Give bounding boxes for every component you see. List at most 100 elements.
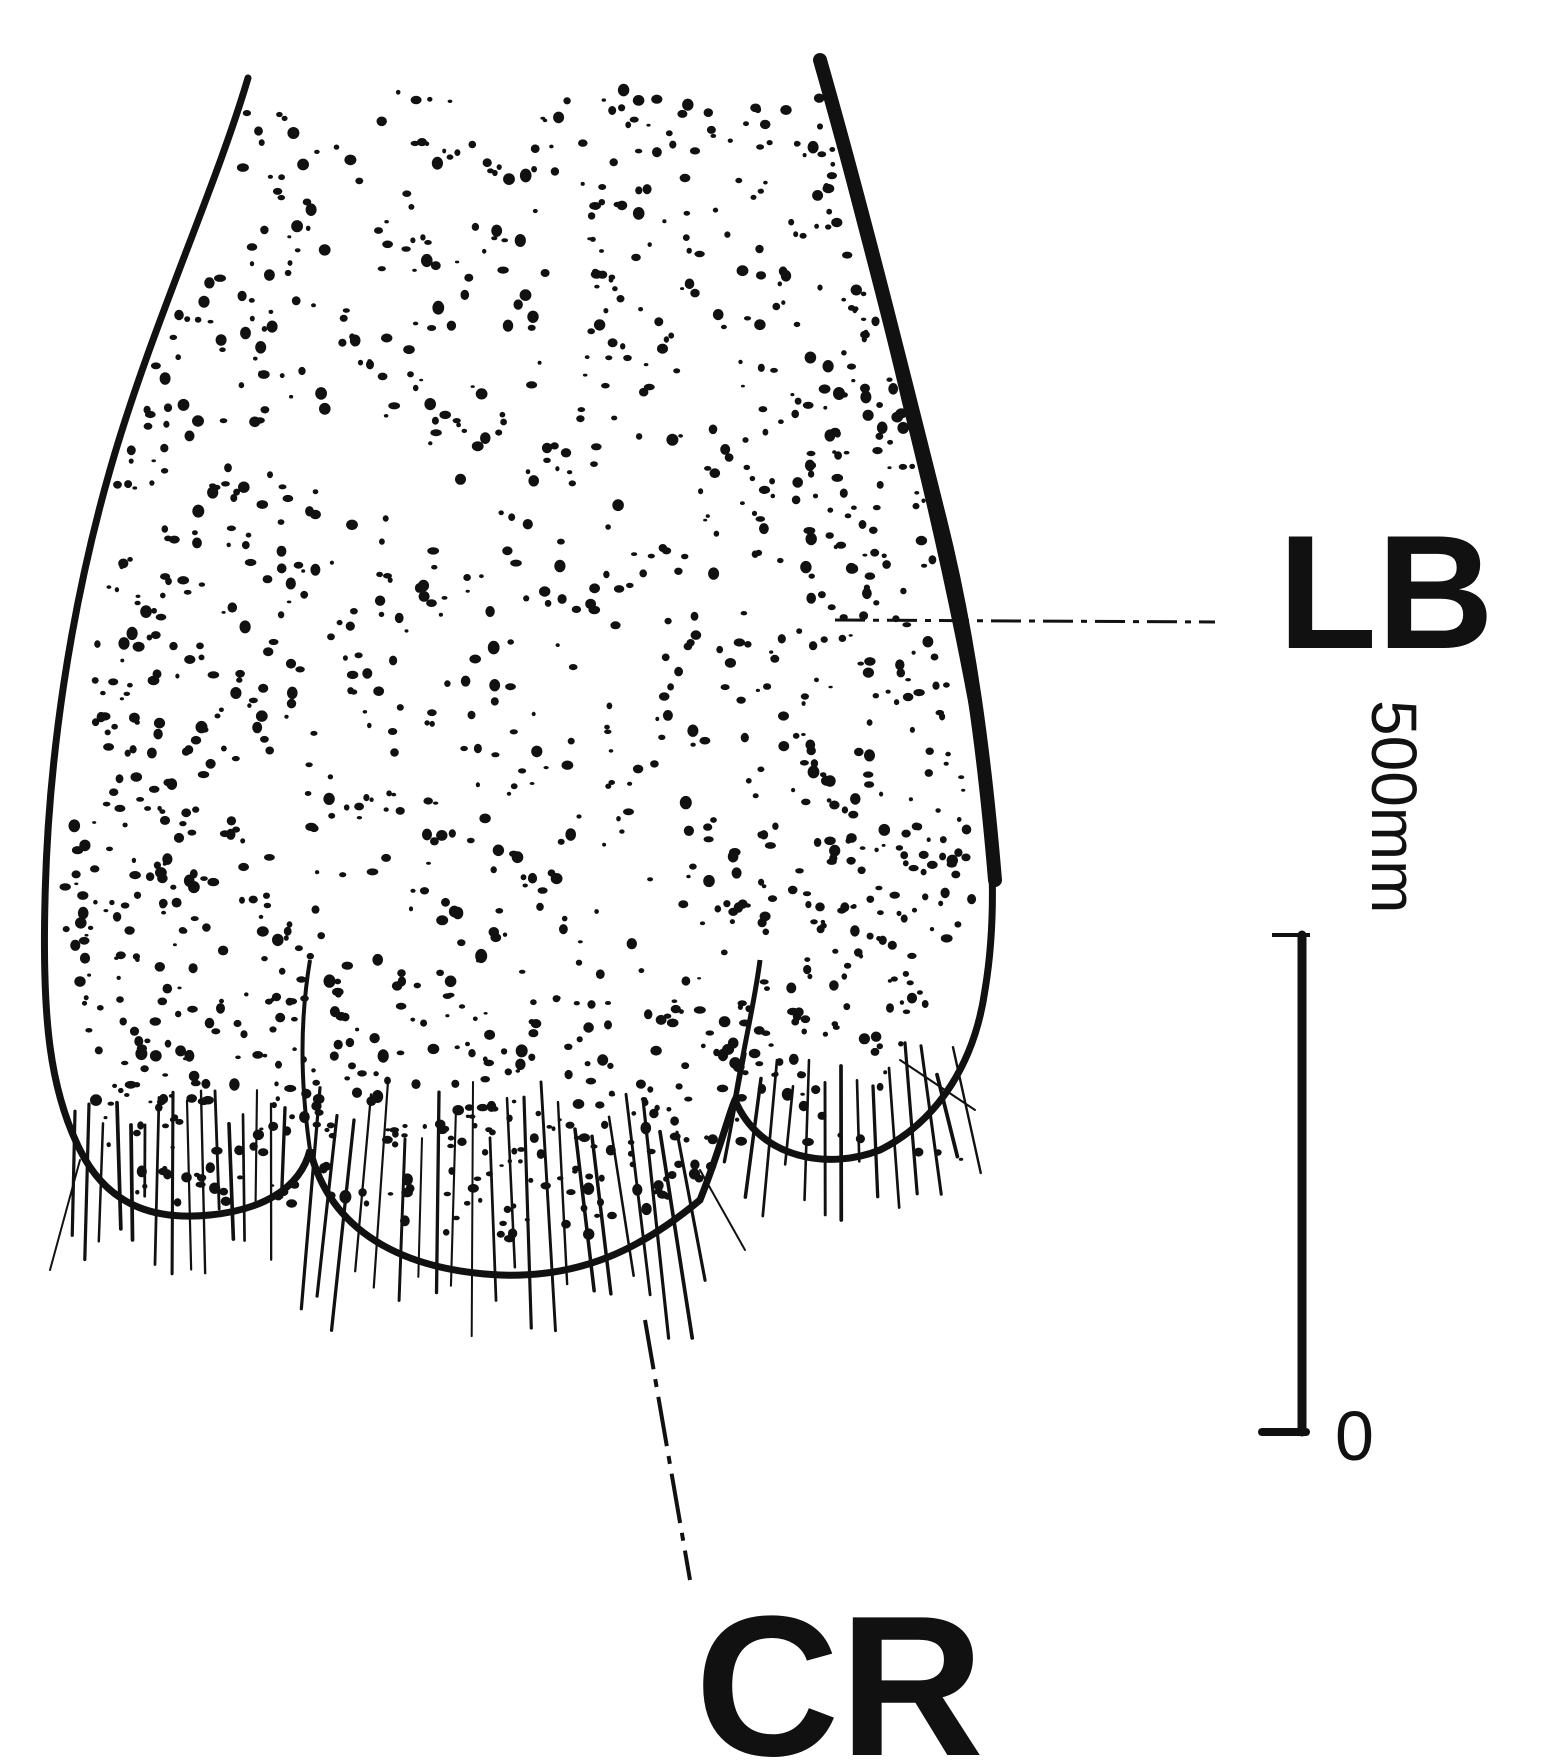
stipple-dot: [800, 233, 807, 239]
stipple-dot: [397, 969, 406, 977]
stipple-dot: [603, 571, 609, 578]
stipple-dot: [896, 408, 908, 418]
stipple-dot: [791, 1018, 799, 1025]
stipple-dot: [172, 898, 182, 908]
stipple-dot: [791, 410, 799, 418]
stipple-dot: [833, 1025, 840, 1030]
stipple-dot: [800, 1093, 805, 1096]
stipple-dot: [814, 224, 819, 229]
stipple-dot: [879, 824, 891, 836]
stipple-dot: [900, 851, 908, 859]
stipple-dot: [63, 926, 70, 932]
stipple-dot: [544, 766, 549, 769]
stipple-dot: [174, 833, 184, 843]
stipple-dot: [850, 925, 860, 936]
stipple-dot: [312, 905, 320, 913]
stipple-dot: [111, 724, 118, 730]
stipple-dot: [724, 231, 730, 237]
stipple-dot: [276, 112, 283, 117]
stipple-dot: [863, 771, 873, 777]
stipple-dot: [808, 141, 819, 154]
stipple-dot: [427, 97, 432, 102]
stipple-dot: [813, 494, 818, 499]
stipple-dot: [744, 316, 751, 320]
stipple-dot: [423, 1124, 427, 1129]
stipple-dot: [561, 1220, 571, 1229]
stipple-dot: [378, 1049, 389, 1062]
stipple-dot: [846, 857, 855, 865]
stipple-dot: [814, 838, 822, 847]
stipple-dot: [796, 628, 802, 634]
stipple-dot: [424, 720, 429, 725]
stipple-dot: [523, 519, 533, 529]
stipple-dot: [583, 1183, 594, 1195]
stipple-dot: [913, 689, 924, 696]
stipple-dot: [528, 325, 536, 331]
stipple-dot: [192, 530, 198, 535]
stipple-dot: [344, 155, 356, 166]
stipple-dot: [903, 1010, 910, 1015]
stipple-dot: [925, 769, 933, 777]
stipple-dot: [808, 471, 814, 478]
stipple-dot: [175, 1011, 181, 1018]
stipple-dot: [443, 993, 452, 999]
stipple-dot: [823, 406, 827, 410]
stipple-dot: [109, 788, 118, 796]
stipple-dot: [311, 1068, 316, 1072]
stipple-dot: [616, 816, 621, 821]
stipple-dot: [300, 591, 308, 599]
stipple-dot: [77, 891, 88, 900]
seta: [282, 1108, 285, 1197]
stipple-dot: [436, 970, 444, 976]
stipple-dot: [609, 749, 614, 753]
stipple-dot: [708, 567, 719, 579]
stipple-dot: [715, 905, 722, 912]
stipple-dot: [876, 402, 883, 408]
stipple-dot: [474, 744, 482, 753]
stipple-dot: [697, 977, 701, 979]
stipple-dot: [477, 1104, 489, 1111]
seta: [355, 1094, 371, 1271]
stipple-dot: [350, 335, 361, 347]
stipple-dot: [118, 1088, 124, 1093]
stipple-dot: [319, 244, 331, 255]
stipple-dot: [137, 1121, 144, 1129]
stipple-dot: [569, 480, 576, 486]
stipple-dot: [795, 868, 804, 873]
stipple-dot: [516, 1044, 528, 1057]
stipple-dot: [90, 1094, 102, 1106]
stipple-dot: [305, 823, 317, 831]
stipple-dot: [84, 995, 89, 1000]
stipple-dot: [851, 506, 857, 510]
stipple-dot: [424, 398, 436, 410]
stipple-dot: [165, 1040, 172, 1048]
stipple-dot: [854, 748, 864, 756]
stipple-dot: [689, 1169, 700, 1180]
stipple-dot: [112, 1084, 117, 1088]
stipple-dot: [376, 572, 383, 577]
stipple-dot: [379, 538, 385, 544]
stipple-dot: [324, 1128, 329, 1132]
stipple-dot: [291, 1017, 298, 1022]
stipple-dot: [244, 992, 249, 996]
stipple-dot: [576, 1101, 583, 1109]
stipple-dot: [633, 95, 645, 106]
stipple-dot: [865, 572, 876, 579]
stipple-dot: [655, 717, 659, 721]
stipple-dot: [427, 547, 439, 554]
stipple-dot: [923, 636, 934, 647]
stipple-dot: [576, 415, 584, 422]
stipple-dot: [409, 906, 413, 911]
stipple-dot: [396, 807, 405, 815]
stipple-dot: [847, 564, 859, 574]
stipple-dot: [639, 968, 645, 973]
stipple-dot: [134, 1036, 143, 1047]
stipple-dot: [872, 447, 882, 454]
stipple-dot: [199, 655, 205, 661]
stipple-dot: [667, 1019, 679, 1028]
stipple-dot: [103, 802, 111, 807]
stipple-dot: [334, 1040, 343, 1050]
stipple-dot: [687, 248, 692, 254]
stipple-dot: [116, 774, 124, 783]
stipple-dot: [635, 149, 642, 154]
